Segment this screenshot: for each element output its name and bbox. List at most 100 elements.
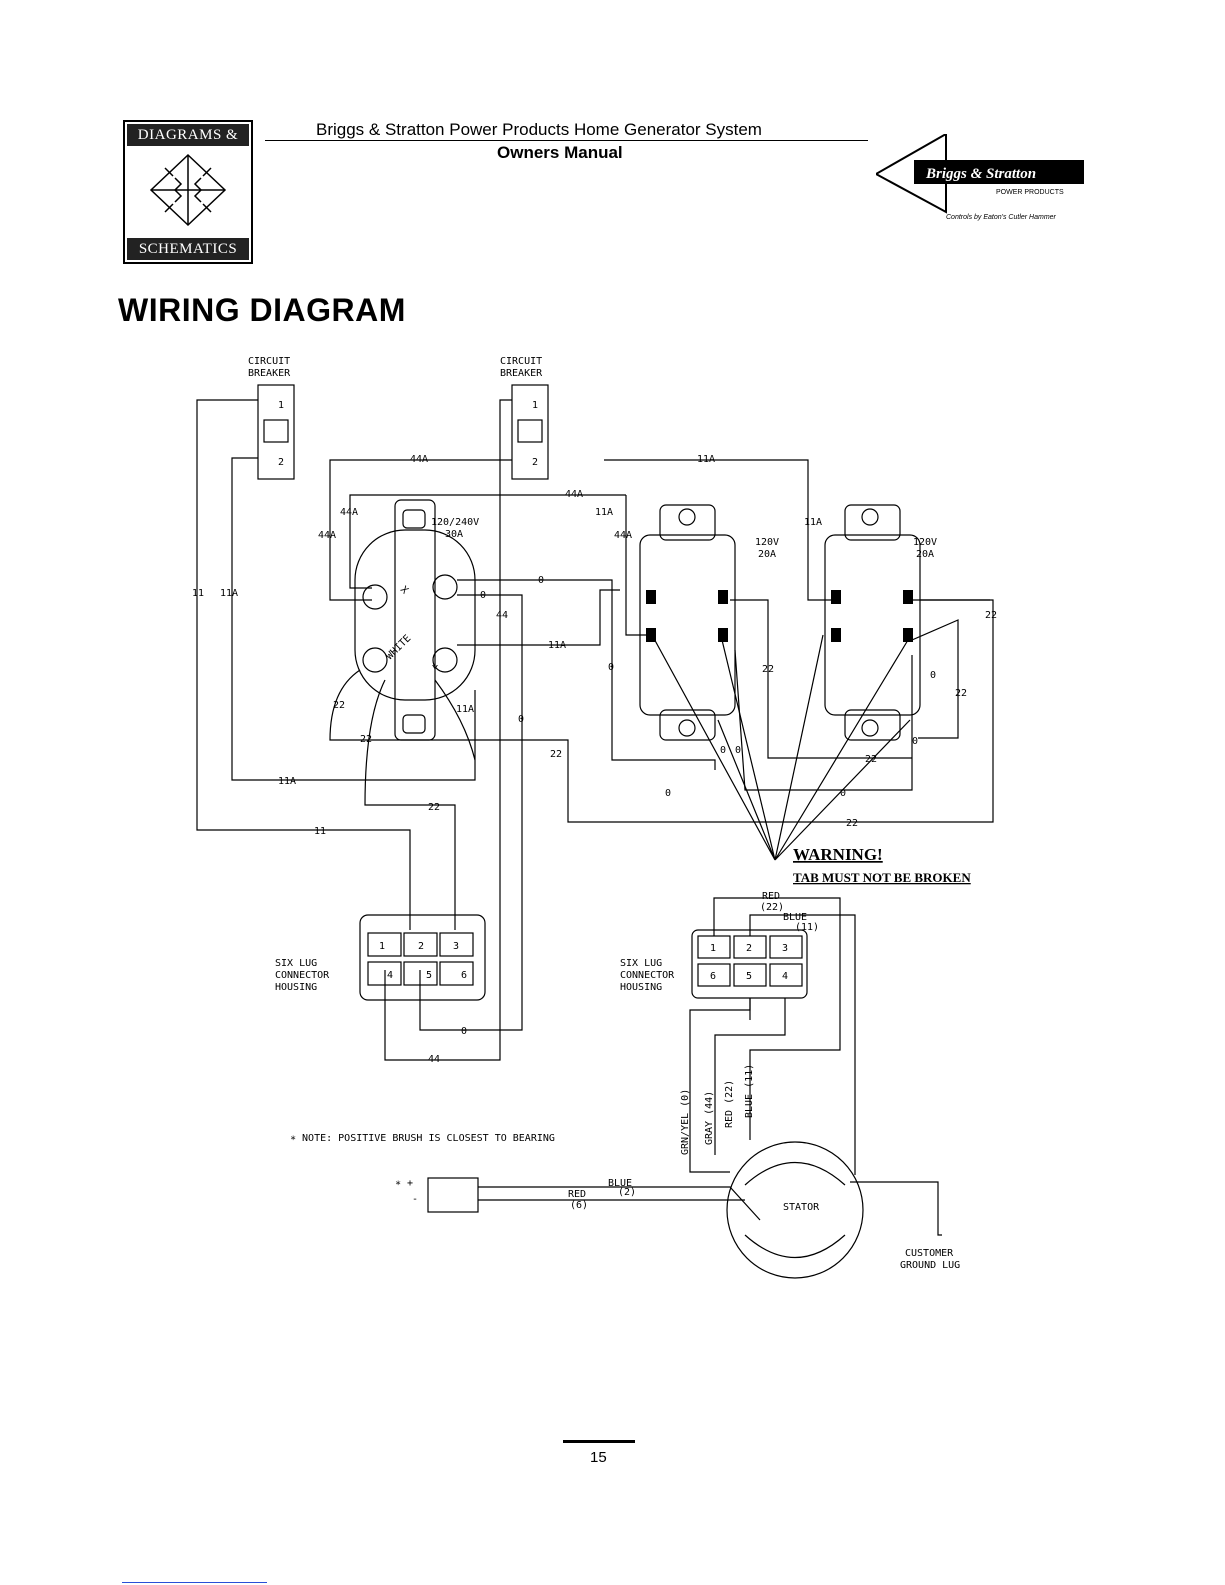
page-number-bar xyxy=(563,1440,635,1443)
label-0-conn: 0 xyxy=(461,1026,467,1037)
label-20a-1: 20A xyxy=(758,549,776,560)
page-number: 15 xyxy=(590,1449,607,1466)
label-lug-1-right: 1 xyxy=(710,943,716,954)
label-22-run: 22 xyxy=(550,749,562,760)
label-44a-left: 44A xyxy=(318,530,336,541)
label-lug-3-right: 3 xyxy=(782,943,788,954)
label-0-bottom2: 0 xyxy=(840,788,846,799)
briggs-stratton-logo: Briggs & Stratton POWER PRODUCTS Control… xyxy=(873,132,1086,224)
label-120v-2: 120V xyxy=(913,537,937,548)
label-lug-6-left: 6 xyxy=(461,970,467,981)
warning-title: WARNING! xyxy=(793,845,883,864)
label-44-bottom: 44 xyxy=(428,1054,440,1065)
brand-caption: Controls by Eaton's Cutler Hammer xyxy=(946,214,1057,221)
label-11a-bottom: 11A xyxy=(278,776,296,787)
label-22-lower: 22 xyxy=(360,734,372,745)
label-11a-top: 11A xyxy=(697,454,715,465)
label-11a-mid: 11A xyxy=(548,640,566,651)
label-customer: CUSTOMER xyxy=(905,1248,954,1259)
label-11-bottom: 11 xyxy=(314,826,326,837)
warning-subtitle: TAB MUST NOT BE BROKEN xyxy=(793,870,971,885)
label-44-mid: 44 xyxy=(496,610,508,621)
label-0-bottom: 0 xyxy=(665,788,671,799)
label-y: Y xyxy=(432,664,438,675)
label-120v-1: 120V xyxy=(755,537,779,548)
label-0-vert: 0 xyxy=(518,714,524,725)
label-lug-3-left: 3 xyxy=(453,941,459,952)
label-connector-right: CONNECTOR xyxy=(620,970,675,981)
label-30a: 30A xyxy=(445,529,463,540)
label-housing-right: HOUSING xyxy=(620,982,662,993)
stator xyxy=(726,1141,864,1279)
label-minus: - xyxy=(412,1194,418,1205)
footer-rule xyxy=(122,1582,267,1583)
label-22-right: 22 xyxy=(985,610,997,621)
label-circuit-breaker-right: CIRCUIT xyxy=(500,356,542,367)
label-pole-1-right: 1 xyxy=(532,400,538,411)
label-blue-11: (11) xyxy=(795,922,819,933)
label-0-a: 0 xyxy=(538,575,544,586)
label-breaker-left: BREAKER xyxy=(248,368,291,379)
logo-top-text: DIAGRAMS & xyxy=(127,124,249,146)
document-header-subtitle: Owners Manual xyxy=(497,143,623,162)
note-positive-brush: ∗ NOTE: POSITIVE BRUSH IS CLOSEST TO BEA… xyxy=(290,1133,555,1144)
wires xyxy=(196,384,994,1279)
label-44a-mid: 44A xyxy=(565,489,583,500)
label-0-right: 0 xyxy=(930,670,936,681)
label-blue: BLUE xyxy=(783,912,807,923)
label-lug-6-right: 6 xyxy=(710,971,716,982)
label-stator: STATOR xyxy=(783,1202,820,1213)
label-11a-recep: 11A xyxy=(456,704,474,715)
six-lug-connector-left xyxy=(359,914,486,1001)
label-six-lug-right: SIX LUG xyxy=(620,958,662,969)
label-pole-1-left: 1 xyxy=(278,400,284,411)
label-44a-recep: 44A xyxy=(340,507,358,518)
circuit-breaker-left xyxy=(257,384,295,480)
label-red-6: (6) xyxy=(570,1200,588,1211)
label-x: X xyxy=(398,584,410,596)
label-44a-top: 44A xyxy=(410,454,428,465)
label-22-recep: 22 xyxy=(333,700,345,711)
label-blue-brush: BLUE xyxy=(608,1178,632,1189)
label-lug-5-left: 5 xyxy=(426,970,432,981)
circuit-breaker-right xyxy=(511,384,549,480)
label-lug-2-right: 2 xyxy=(746,943,752,954)
label-circuit-breaker-left: CIRCUIT xyxy=(248,356,290,367)
label-ground-lug: GROUND LUG xyxy=(900,1260,960,1271)
label-44a-duplex: 44A xyxy=(614,530,632,541)
diagrams-schematics-logo: DIAGRAMS & SCHEMATICS xyxy=(123,120,253,264)
logo-bottom-text: SCHEMATICS xyxy=(127,238,249,260)
label-plus: ∗ + xyxy=(395,1178,413,1189)
label-0-tab3: 0 xyxy=(912,736,918,747)
header-divider xyxy=(265,140,868,141)
label-blue-2: (2) xyxy=(618,1187,636,1198)
label-0-tab2: 0 xyxy=(735,745,741,756)
label-connector-left: CONNECTOR xyxy=(275,970,330,981)
label-white: WHITE xyxy=(384,633,413,662)
label-lug-4-right: 4 xyxy=(782,971,788,982)
label-red-22: (22) xyxy=(760,902,784,913)
six-lug-connector-right xyxy=(691,929,808,999)
label-red: RED xyxy=(762,891,780,902)
label-11a-duplex: 11A xyxy=(595,507,613,518)
label-blue-11-vert: BLUE (11) xyxy=(744,1064,755,1118)
label-11a-duplex2: 11A xyxy=(804,517,822,528)
page-title: WIRING DIAGRAM xyxy=(118,292,406,328)
duplex-receptacle-2 xyxy=(824,504,921,741)
brand-name: Briggs & Stratton xyxy=(925,166,1036,182)
receptacle-30a xyxy=(354,529,476,701)
document-header-title: Briggs & Stratton Power Products Home Ge… xyxy=(316,120,762,139)
label-pole-2-right: 2 xyxy=(532,457,538,468)
label-six-lug-left: SIX LUG xyxy=(275,958,317,969)
label-11a-left: 11A xyxy=(220,588,238,599)
logo-emblem-icon xyxy=(149,153,227,227)
label-gray: GRAY (44) xyxy=(704,1091,715,1145)
label-grn-yel: GRN/YEL (0) xyxy=(680,1089,691,1155)
label-lug-4-left: 4 xyxy=(387,970,393,981)
label-red-22-vert: RED (22) xyxy=(724,1080,735,1128)
label-22-bottom: 22 xyxy=(865,754,877,765)
duplex-receptacle-1 xyxy=(639,504,736,741)
label-breaker-right: BREAKER xyxy=(500,368,543,379)
brush-holder xyxy=(427,1177,479,1213)
